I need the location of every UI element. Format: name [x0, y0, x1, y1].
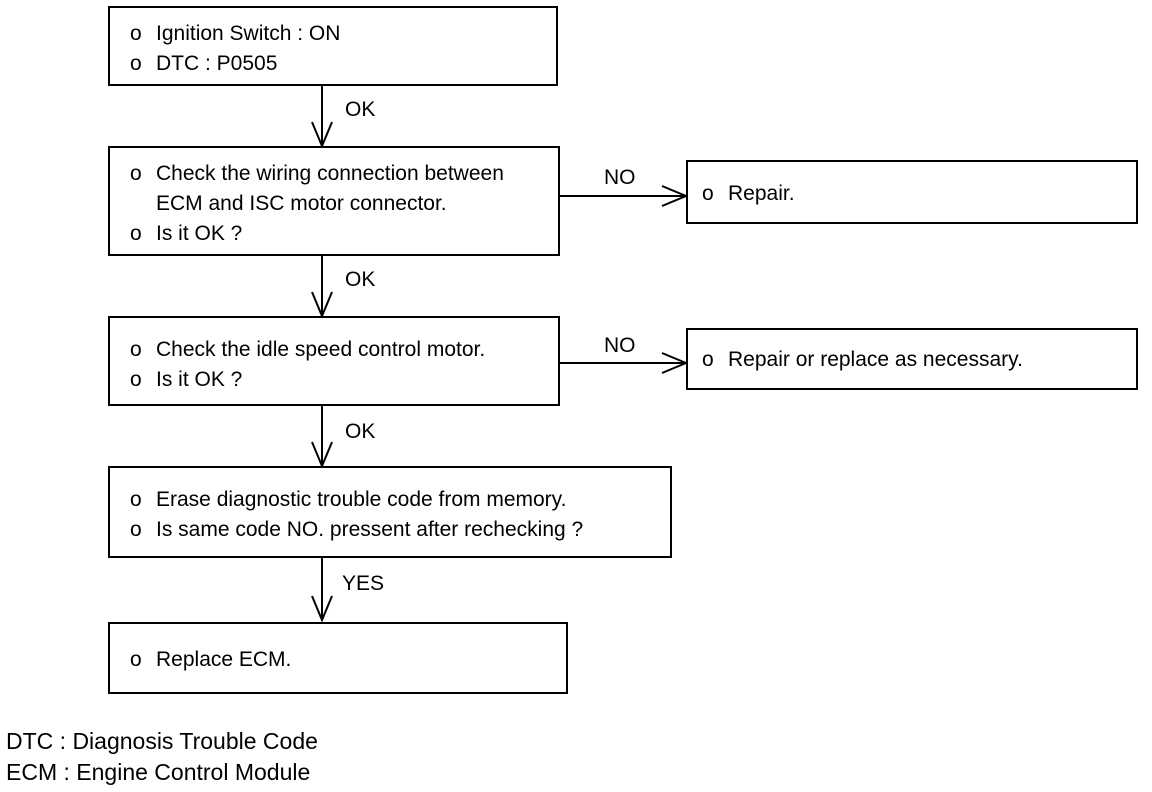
label-erase-to-replace: YES — [342, 572, 385, 595]
arrowhead-motor-to-erase — [311, 441, 333, 469]
arrowhead-wiring-to-repair — [661, 185, 689, 207]
label-motor-to-repair-replace: NO — [604, 334, 636, 357]
arrowhead-erase-to-replace — [311, 595, 333, 623]
label-wiring-to-motor: OK — [345, 268, 376, 291]
label-motor-to-erase: OK — [345, 420, 376, 443]
legend-dtc: DTC : Diagnosis Trouble Code — [6, 728, 318, 754]
legend-ecm: ECM : Engine Control Module — [6, 759, 311, 785]
step-check-wiring-line-2: ECM and ISC motor connector. — [156, 192, 447, 215]
label-start-to-wiring: OK — [345, 98, 376, 121]
arrowhead-wiring-to-motor — [311, 291, 333, 319]
arrowhead-start-to-wiring — [311, 121, 333, 149]
label-wiring-to-repair: NO — [604, 166, 636, 189]
arrowhead-motor-to-repair-replace — [661, 352, 689, 374]
